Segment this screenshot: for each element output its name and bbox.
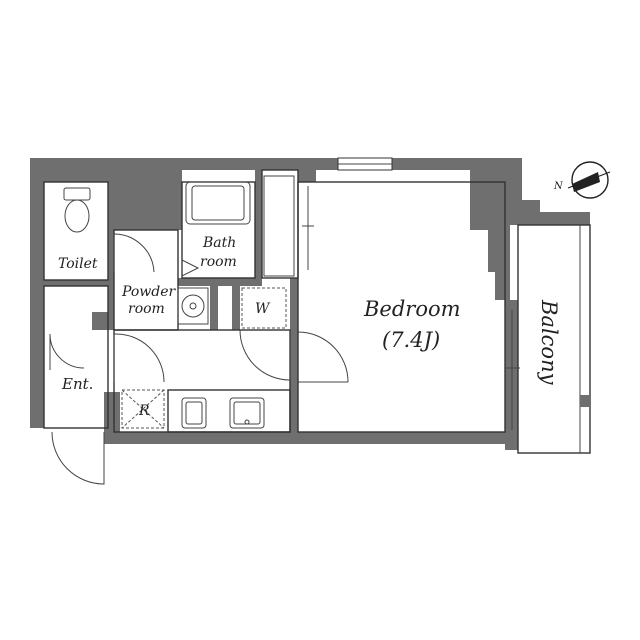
fridge-space <box>121 389 165 429</box>
cooktop <box>181 397 207 429</box>
kitchen-sink <box>229 397 265 429</box>
compass-north-label: N <box>553 181 564 192</box>
wash-basin <box>177 287 209 325</box>
bedroom-size-label: (7.4J) <box>382 328 440 352</box>
compass: N <box>553 161 611 199</box>
toilet-label: Toilet <box>58 256 98 272</box>
room-outlines <box>43 169 506 433</box>
north-arrow-icon <box>572 172 600 192</box>
balcony-area <box>517 224 591 454</box>
room-labels: Toilet Bath room Powder room Ent. Bedroo… <box>58 235 561 419</box>
doors <box>49 186 520 485</box>
entrance-label: Ent. <box>61 375 93 393</box>
washer-space <box>241 287 287 329</box>
bath-label-line1: Bath <box>202 235 236 251</box>
powder-label-line1: Powder <box>121 284 177 300</box>
balcony-label: Balcony <box>537 299 561 386</box>
refrigerator-label: R <box>138 403 150 419</box>
bathtub <box>185 181 251 225</box>
fixtures <box>63 175 295 429</box>
powder-label-line2: room <box>128 301 165 317</box>
window-marks <box>337 157 393 171</box>
toilet-bowl <box>64 199 90 233</box>
toilet-tank <box>63 187 91 201</box>
bedroom-label: Bedroom <box>363 297 461 321</box>
bath-label-line2: room <box>200 254 237 270</box>
closet <box>263 175 295 277</box>
washer-label: W <box>255 301 271 317</box>
exterior-walls <box>30 158 590 450</box>
compass-circle <box>571 161 609 199</box>
